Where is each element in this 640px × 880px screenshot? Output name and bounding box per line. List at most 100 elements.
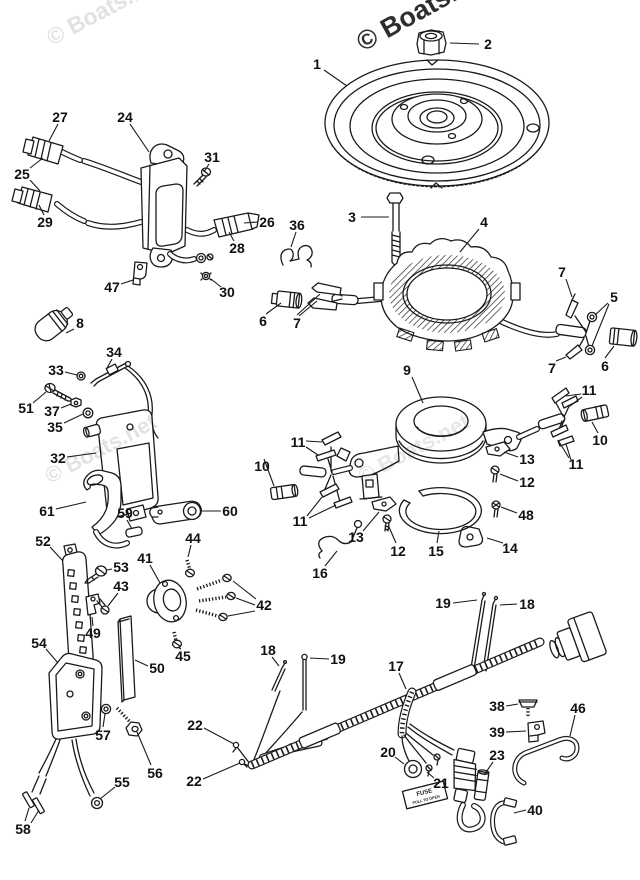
ignition-coil-assembly [11,136,260,286]
part-label-10: 10 [254,458,270,474]
leader-line-4 [459,228,480,253]
screw-12-right [490,465,500,483]
part-label-53: 53 [113,559,129,575]
fuse-23 [473,769,490,801]
leader-line-57 [102,713,106,728]
part-label-50: 50 [149,660,165,676]
tube-59 [125,526,143,538]
leader-line-6 [265,302,282,315]
part-label-51: 51 [18,400,34,416]
part-label-47: 47 [104,279,120,295]
rod-19-left [302,659,307,711]
part-label-7: 7 [558,264,566,280]
part-label-2: 2 [484,36,492,52]
ground-eyelet [195,252,207,264]
terminal-11 [319,483,340,498]
leader-line-40 [513,809,527,814]
clip-14 [458,525,484,548]
leader-line-19 [452,599,478,604]
part-label-27: 27 [52,109,68,125]
terminal-11 [315,449,337,462]
bracket-60 [149,500,202,525]
part-label-37: 37 [44,403,60,419]
leader-line-58 [30,809,40,824]
part-label-58: 58 [15,821,31,837]
fuse-tag: FUSE PULL TO OPEN [401,780,449,810]
part-label-6: 6 [601,358,609,374]
part-label-59: 59 [117,505,133,521]
leader-line-11 [565,443,572,461]
leader-line-34 [106,358,113,369]
part-label-22: 22 [187,717,203,733]
leader-line-31 [203,163,210,173]
part-label-7: 7 [293,315,301,331]
part-label-33: 33 [48,362,64,378]
leader-line-28 [228,231,235,242]
leader-line-18 [499,603,518,606]
part-label-23: 23 [489,747,505,763]
terminals-58 [21,791,45,815]
leader-line-8 [65,328,75,334]
part-label-45: 45 [175,648,191,664]
sleeve-6-right [608,327,638,347]
leader-line-23 [483,761,494,776]
clamp-39 [527,720,546,743]
part-label-41: 41 [137,550,153,566]
screw-48 [491,500,501,518]
leader-line-44 [187,544,192,558]
leader-line-5 [591,303,610,347]
part-label-21: 21 [433,775,449,791]
terminal-7a [311,282,342,296]
part-label-7: 7 [548,360,556,376]
leader-line-51 [32,391,47,404]
part-label-13: 13 [348,529,364,545]
part-label-60: 60 [222,503,238,519]
leader-line-47 [120,279,134,285]
leader-line-14 [486,537,504,544]
part-label-49: 49 [85,625,101,641]
leader-line-36 [290,231,297,248]
leader-line-33 [64,371,78,376]
part-label-8: 8 [76,315,84,331]
leader-line-11 [565,393,582,397]
screw-44 [184,559,196,578]
leader-line-6 [604,345,615,359]
part-label-9: 9 [403,362,411,378]
stator-assembly [270,237,638,360]
leader-line-48 [500,506,518,514]
part-label-6: 6 [259,313,267,329]
terminal-7d [565,344,583,360]
bolt-56 [115,706,143,737]
leader-line-55 [99,786,116,800]
fuse-tag-line2: PULL TO OPEN [412,794,440,805]
terminal-11 [551,387,570,404]
part-label-57: 57 [95,727,111,743]
spark-plug-boot-26-28 [213,212,260,238]
terminal-11 [557,435,575,447]
leader-line-7 [298,300,318,317]
terminal-11 [321,431,342,446]
screw-45 [171,631,183,649]
leader-line-53 [106,568,113,571]
watermark: © Boats.n [351,0,476,57]
leader-line-20 [394,756,405,765]
strip-50 [117,615,136,703]
part-label-54: 54 [31,635,47,651]
wiring-harness: FUSE PULL TO OPEN [232,591,607,833]
leader-line-49 [91,616,94,627]
part-label-12: 12 [390,543,406,559]
clamp-47 [132,261,148,286]
part-label-25: 25 [14,166,30,182]
leader-line-42 [227,610,256,617]
leader-line-13 [362,511,380,532]
leader-line-58 [24,807,30,822]
screw-12-left [382,514,392,532]
part-label-10: 10 [592,432,608,448]
leader-line-54 [45,648,59,664]
nut-37 [70,397,82,408]
part-label-22: 22 [186,773,202,789]
leader-line-18 [271,656,280,667]
boot-61 [83,469,122,536]
